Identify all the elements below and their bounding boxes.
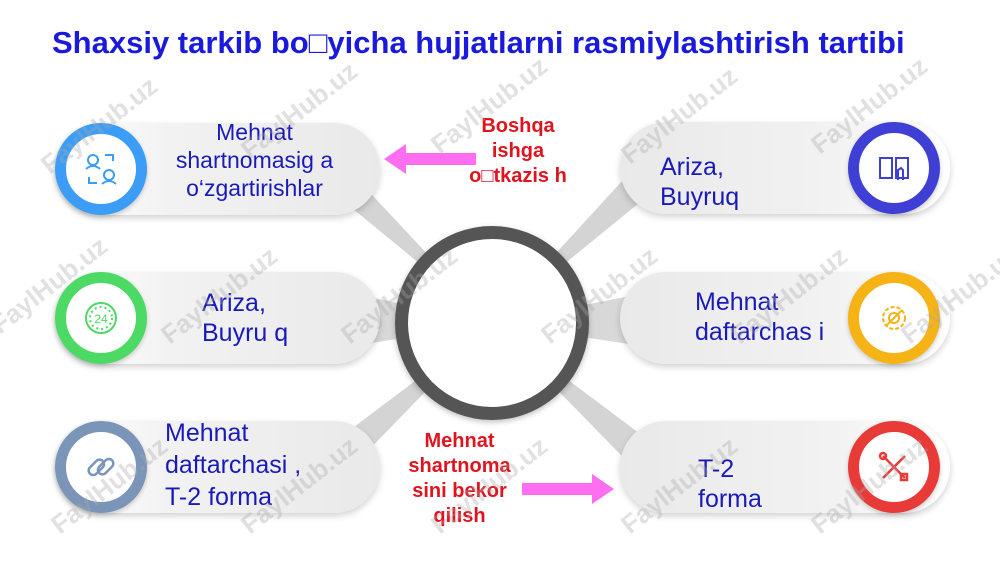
svg-text:24: 24 — [94, 312, 108, 326]
arrow-left-icon — [384, 144, 476, 174]
chain-link-icon — [55, 421, 147, 513]
label-right-bot: T-2 forma — [698, 455, 762, 513]
callout-transfer: Boshqa ishga o□tkazis h — [469, 115, 567, 187]
page-title: Shaxsiy tarkib bo□yicha hujjatlarni rasm… — [52, 25, 905, 60]
label-left-top: Mehnat shartnomasig a o‘zgartirishlar — [175, 119, 334, 201]
clock-24-icon: 24 — [55, 272, 147, 364]
central-ring — [395, 226, 589, 420]
label-right-top: Ariza, Buyruq — [660, 153, 740, 211]
label-right-mid: Mehnat daftarchas i — [695, 288, 825, 346]
arrow-right-icon — [522, 474, 614, 504]
label-left-bot: Mehnat daftarchasi , T-2 forma — [165, 419, 302, 511]
book-hand-icon — [848, 122, 940, 214]
label-left-mid: Ariza, Buyru q — [202, 289, 289, 347]
people-exchange-icon — [55, 123, 147, 215]
callout-terminate: Mehnat shartnoma sini bekor qilish — [408, 430, 511, 527]
gear-wrench-icon — [848, 272, 940, 364]
tools-cross-icon — [848, 421, 940, 513]
